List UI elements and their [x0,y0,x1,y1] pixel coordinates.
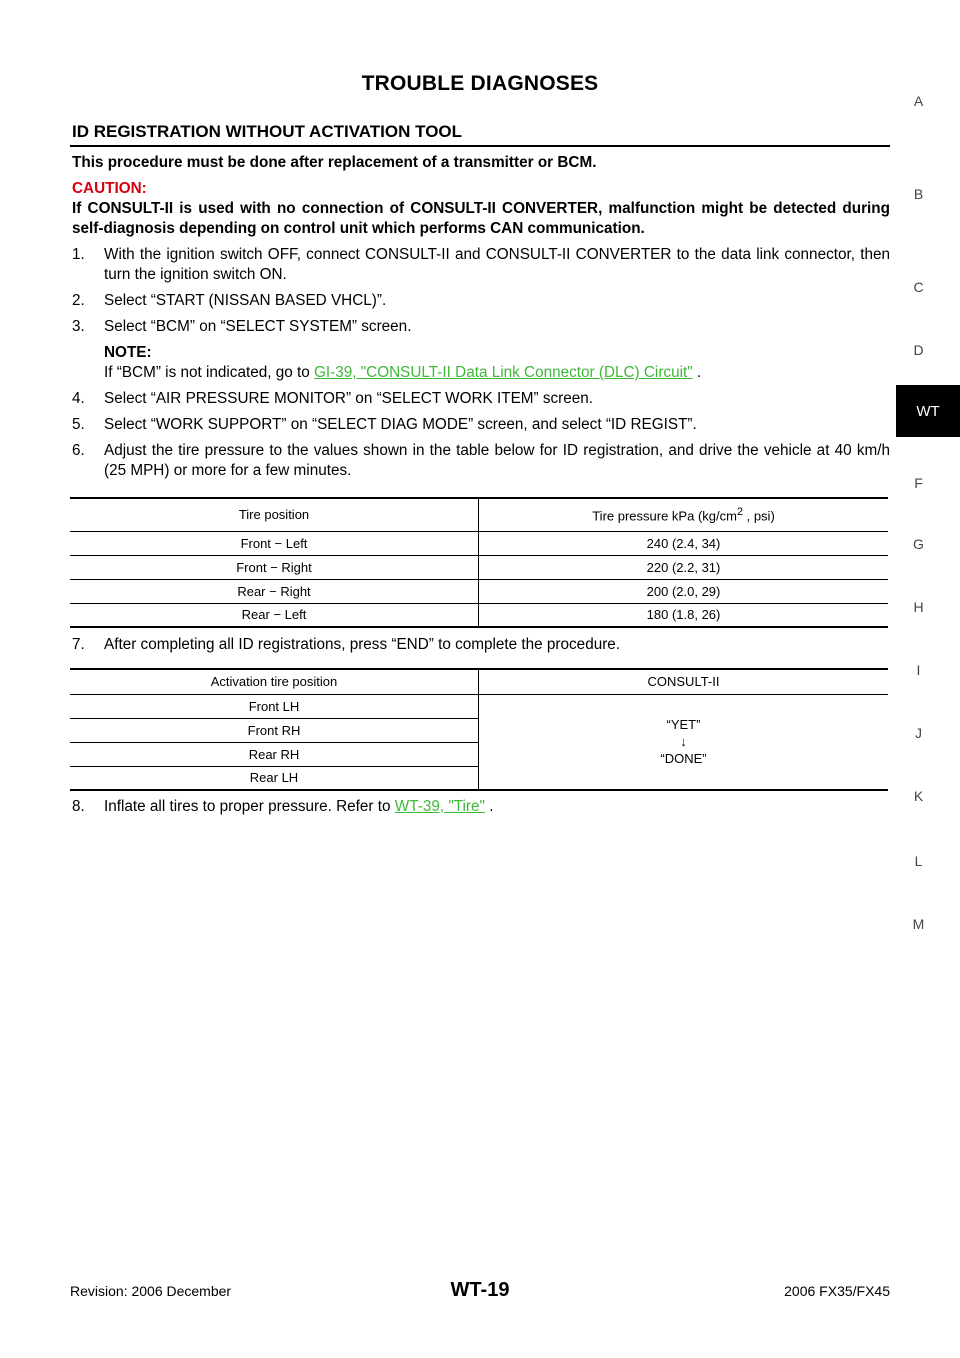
footer-page-number: WT-19 [450,1279,510,1301]
header-superscript: 2 [736,506,743,519]
table-cell: Front − Right [70,555,479,580]
step-2: 2. Select “START (NISSAN BASED VHCL)”. [70,291,890,311]
result-yet: “YET” [666,717,701,733]
step-number: 8. [72,798,85,815]
step-text-after: . [484,798,494,815]
table-cell: 180 (1.8, 26) [478,603,888,628]
step-1: 1. With the ignition switch OFF, connect… [70,245,890,285]
table-cell: Rear RH [70,742,479,767]
table-header-cell: Activation tire position [70,668,479,695]
table-row: Rear RH [70,742,888,767]
step-6: 6. Adjust the tire pressure to the value… [70,441,890,481]
side-index-c[interactable]: C [913,279,924,295]
table-header-cell: CONSULT-II [478,668,888,695]
table-row: Rear LH [70,766,888,791]
table-header-cell: Tire pressure kPa (kg/cm2 , psi) [478,497,888,532]
side-index-f[interactable]: F [914,475,923,491]
side-index-l[interactable]: L [914,853,923,869]
step-text: With the ignition switch OFF, connect CO… [104,246,890,283]
tire-pressure-table: Tire position Tire pressure kPa (kg/cm2 … [70,497,888,628]
step-text: Adjust the tire pressure to the values s… [104,442,890,479]
step-number: 2. [72,292,85,309]
step-5: 5. Select “WORK SUPPORT” on “SELECT DIAG… [70,415,890,435]
caution-label: CAUTION: [72,180,147,197]
table-row: Front − Right 220 (2.2, 31) [70,555,888,580]
table-row: Front RH [70,718,888,743]
step-number: 6. [72,442,85,459]
step-number: 3. [72,318,85,335]
caution-text: If CONSULT-II is used with no connection… [72,200,890,237]
table-cell: Rear − Right [70,579,479,604]
wt-39-link[interactable]: WT-39, "Tire" [394,798,485,815]
step-text: Select “START (NISSAN BASED VHCL)”. [104,292,387,309]
side-index-d[interactable]: D [913,342,924,358]
note-prefix: If “BCM” is not indicated, go to [104,364,314,381]
step-number: 7. [72,636,85,653]
footer-revision: Revision: 2006 December [70,1283,232,1299]
side-index-i[interactable]: I [916,662,921,678]
table-row: Front LH “YET” ↓ “DONE” [70,694,888,791]
step-text: Select “WORK SUPPORT” on “SELECT DIAG MO… [104,416,697,433]
down-arrow-icon: ↓ [680,734,687,750]
side-index-b[interactable]: B [913,186,924,202]
page-title: TROUBLE DIAGNOSES [361,72,599,95]
table-cell: 240 (2.4, 34) [478,531,888,556]
header-text: , psi) [742,508,775,524]
step-text: Inflate all tires to proper pressure. Re… [104,798,395,815]
side-index-wt-tab[interactable]: WT [896,385,960,437]
result-done: “DONE” [660,751,707,767]
table-cell: Front RH [70,718,479,743]
note-suffix: . [692,364,702,381]
step-8: 8. Inflate all tires to proper pressure.… [70,797,890,817]
footer-model: 2006 FX35/FX45 [784,1283,890,1299]
intro-text: This procedure must be done after replac… [72,154,597,171]
side-index-m[interactable]: M [912,916,925,932]
section-heading: ID REGISTRATION WITHOUT ACTIVATION TOOL [70,122,890,147]
step-number: 4. [72,390,85,407]
side-index-g[interactable]: G [913,536,924,552]
table-cell: Front LH [70,694,479,719]
step-text: After completing all ID registrations, p… [104,636,621,653]
table-row: Rear − Left 180 (1.8, 26) [70,603,888,628]
table-header-cell: Tire position [70,497,479,532]
step-4: 4. Select “AIR PRESSURE MONITOR” on “SEL… [70,389,890,409]
table-row: Rear − Right 200 (2.0, 29) [70,579,888,604]
main-content: ID REGISTRATION WITHOUT ACTIVATION TOOL … [70,122,890,817]
side-index-j[interactable]: J [915,725,922,741]
note-text: If “BCM” is not indicated, go to GI-39, … [104,363,890,383]
step-7: 7. After completing all ID registrations… [70,635,890,655]
table-cell: 200 (2.0, 29) [478,579,888,604]
table-row: Front − Left 240 (2.4, 34) [70,531,888,556]
table-cell: Front − Left [70,531,479,556]
step-text: Select “AIR PRESSURE MONITOR” on “SELECT… [104,390,594,407]
side-index-a[interactable]: A [913,93,924,109]
consult-result-cell: “YET” ↓ “DONE” [478,694,888,791]
table-cell: 220 (2.2, 31) [478,555,888,580]
side-index-h[interactable]: H [913,599,924,615]
activation-table: Activation tire position CONSULT-II Fron… [70,668,888,791]
step-number: 5. [72,416,85,433]
side-index-k[interactable]: K [913,788,924,804]
note-label: NOTE: [104,344,152,361]
step-3: 3. Select “BCM” on “SELECT SYSTEM” scree… [70,317,890,383]
table-cell: Rear LH [70,766,479,791]
table-cell: Rear − Left [70,603,479,628]
gi-39-link[interactable]: GI-39, "CONSULT-II Data Link Connector (… [314,364,693,381]
header-text: Tire pressure kPa (kg/cm [592,508,737,524]
step-number: 1. [72,246,85,263]
step-text: Select “BCM” on “SELECT SYSTEM” screen. [104,318,412,335]
